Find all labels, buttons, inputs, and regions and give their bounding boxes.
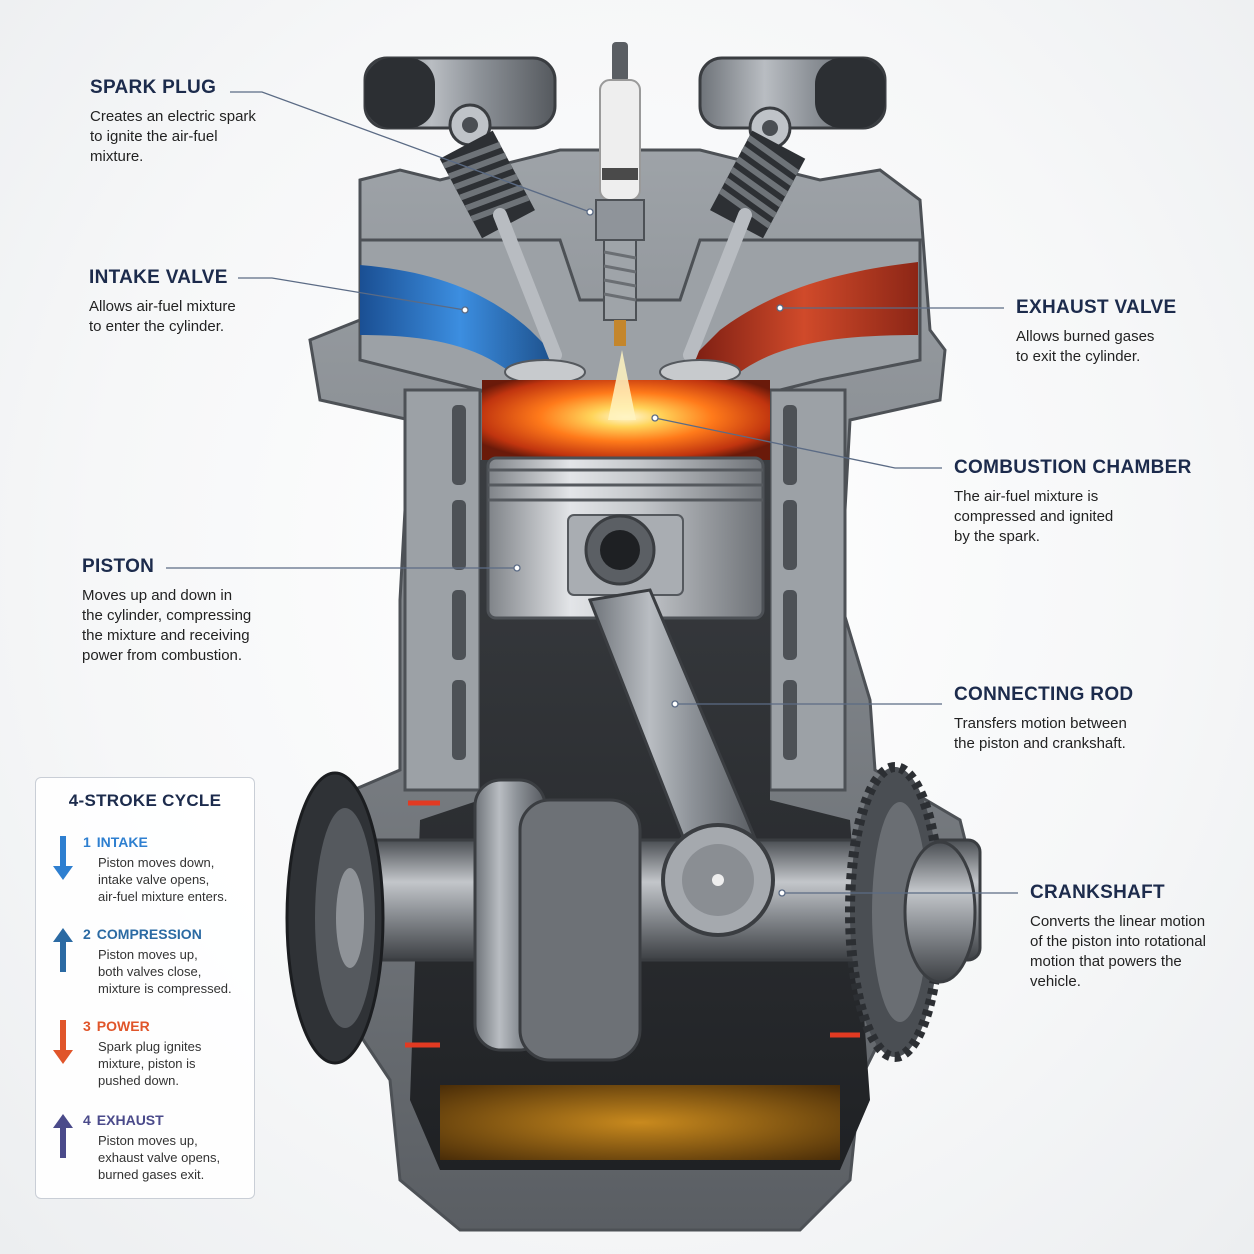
- spark-plug: [596, 42, 644, 346]
- callout-title: EXHAUST VALVE: [1016, 297, 1177, 319]
- arrow-up-icon: [52, 928, 74, 972]
- stroke-number: 4: [83, 1112, 91, 1128]
- callout-desc: The air-fuel mixture is compressed and i…: [954, 487, 1192, 547]
- left-rocker: [365, 58, 555, 145]
- callout-spark-plug: SPARK PLUG Creates an electric spark to …: [90, 77, 256, 167]
- callout-desc: Moves up and down in the cylinder, compr…: [82, 586, 251, 666]
- callout-intake-valve: INTAKE VALVE Allows air-fuel mixture to …: [89, 267, 236, 337]
- stroke-number: 2: [83, 926, 91, 942]
- callout-desc: Transfers motion between the piston and …: [954, 714, 1133, 754]
- callout-title: COMBUSTION CHAMBER: [954, 457, 1192, 479]
- stroke-name: COMPRESSION: [97, 926, 202, 942]
- right-rocker: [700, 58, 885, 148]
- callout-desc: Converts the linear motion of the piston…: [1030, 912, 1206, 992]
- callout-desc: Allows air-fuel mixture to enter the cyl…: [89, 297, 236, 337]
- stroke-number: 3: [83, 1018, 91, 1034]
- stroke-heading: 2 COMPRESSION: [83, 926, 202, 942]
- timing-gear: [850, 767, 975, 1057]
- stroke-heading: 1 INTAKE: [83, 834, 148, 850]
- stroke-heading: 3 POWER: [83, 1018, 150, 1034]
- callout-crankshaft: CRANKSHAFT Converts the linear motion of…: [1030, 882, 1206, 992]
- callout-title: PISTON: [82, 556, 251, 578]
- callout-connecting-rod: CONNECTING ROD Transfers motion between …: [954, 684, 1133, 754]
- stroke-heading: 4 EXHAUST: [83, 1112, 164, 1128]
- arrow-down-icon: [52, 1020, 74, 1064]
- callout-title: SPARK PLUG: [90, 77, 256, 99]
- arrow-up-icon: [52, 1114, 74, 1158]
- callout-exhaust-valve: EXHAUST VALVE Allows burned gases to exi…: [1016, 297, 1177, 367]
- callout-piston: PISTON Moves up and down in the cylinder…: [82, 556, 251, 666]
- callout-desc: Creates an electric spark to ignite the …: [90, 107, 256, 167]
- stroke-desc: Spark plug ignites mixture, piston is pu…: [98, 1038, 201, 1089]
- callout-desc: Allows burned gases to exit the cylinder…: [1016, 327, 1177, 367]
- arrow-down-icon: [52, 836, 74, 880]
- stroke-name: INTAKE: [97, 834, 148, 850]
- callout-title: CONNECTING ROD: [954, 684, 1133, 706]
- stroke-name: POWER: [97, 1018, 150, 1034]
- stroke-name: EXHAUST: [97, 1112, 164, 1128]
- callout-combustion-chamber: COMBUSTION CHAMBER The air-fuel mixture …: [954, 457, 1192, 547]
- stroke-desc: Piston moves up, both valves close, mixt…: [98, 946, 232, 997]
- stroke-desc: Piston moves down, intake valve opens, a…: [98, 854, 227, 905]
- stroke-desc: Piston moves up, exhaust valve opens, bu…: [98, 1132, 220, 1183]
- panel-title: 4-STROKE CYCLE: [36, 791, 254, 811]
- oil-sump: [440, 1085, 840, 1160]
- stroke-number: 1: [83, 834, 91, 850]
- crank-pulley: [287, 773, 383, 1063]
- callout-title: INTAKE VALVE: [89, 267, 236, 289]
- callout-title: CRANKSHAFT: [1030, 882, 1206, 904]
- four-stroke-cycle-panel: 4-STROKE CYCLE 1 INTAKE Piston moves down…: [35, 777, 255, 1199]
